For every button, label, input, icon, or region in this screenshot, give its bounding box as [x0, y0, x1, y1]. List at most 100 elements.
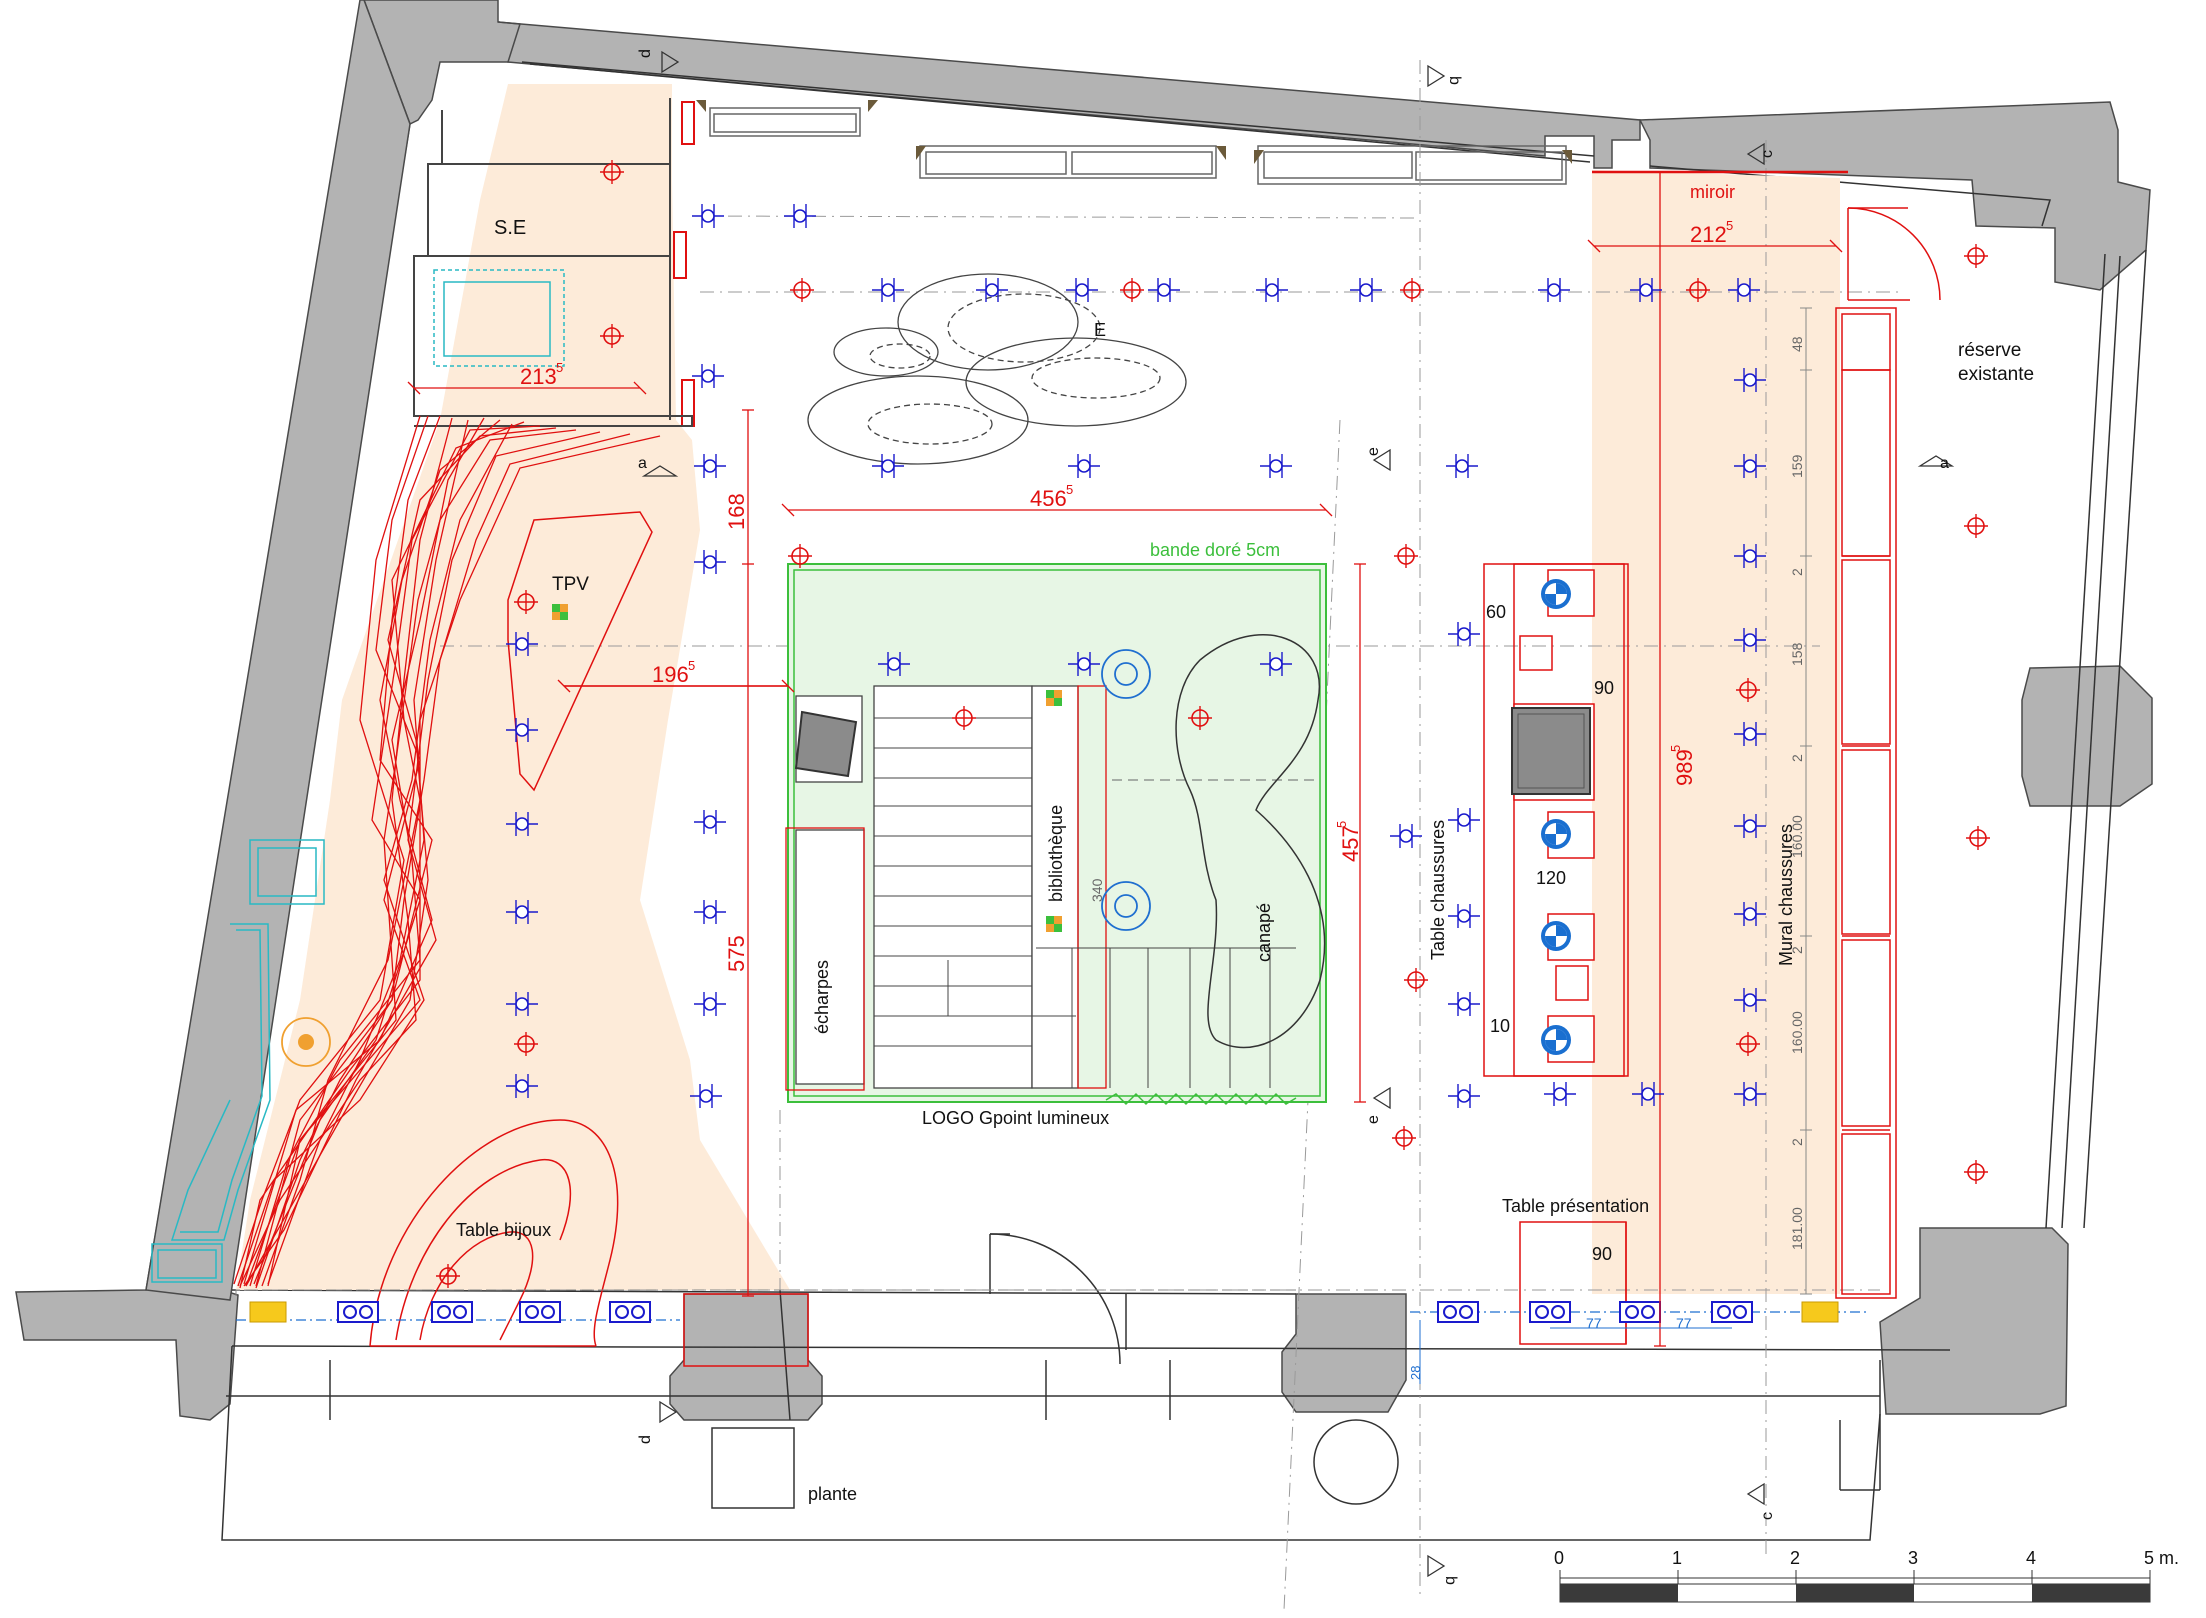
plan-labels: S.E réserve existante TPV E bande doré 5… [456, 49, 2034, 1585]
dim-168: 168 [724, 493, 749, 530]
spot-light-icon [976, 278, 1008, 302]
spot-light-icon [1068, 454, 1100, 478]
spot-light-icon [1728, 278, 1760, 302]
dim-196: 196 [652, 662, 689, 687]
label-e: E [1094, 320, 1106, 340]
decor-marker-icon [1046, 916, 1062, 932]
entrance [329, 1233, 1881, 1509]
scale-bar: 0 1 2 3 4 5 m. [1554, 1548, 2179, 1603]
label-se: S.E [494, 217, 526, 239]
decor-marker-icon [1046, 690, 1062, 706]
label-tpv: TPV [552, 574, 589, 595]
dim-196-sup: 5 [688, 658, 695, 673]
spot-light-icon [1630, 278, 1662, 302]
section-d-bottom: d [637, 1435, 654, 1444]
dim-160a: 160.00 [1789, 815, 1805, 858]
cable-bundle [233, 415, 661, 1289]
downlight-icon [1964, 244, 1988, 268]
downlight-icon [514, 590, 538, 614]
spot-light-icon [506, 632, 538, 656]
label-reserve-1: réserve [1958, 340, 2021, 361]
label-mural-chaussures: Mural chaussures [1776, 824, 1796, 966]
spot-light-icon [1538, 278, 1570, 302]
section-d-top: d [637, 49, 654, 58]
spot-light-icon [784, 204, 816, 228]
scale-tick-0: 0 [1554, 1548, 1564, 1568]
spot-light-icon [1734, 368, 1766, 392]
bmw-logos [1541, 579, 1571, 1055]
dim-213: 213 [520, 364, 557, 389]
label-plante: plante [808, 1484, 857, 1504]
cyan-seating [151, 839, 325, 1283]
spot-light-icon [694, 900, 726, 924]
spot-light-icon [690, 1084, 722, 1108]
spot-light-icon [506, 812, 538, 836]
spot-light-icon [872, 454, 904, 478]
ellipse-cluster [807, 273, 1187, 465]
spot-light-icon [878, 652, 910, 676]
downlight-icon [514, 1032, 538, 1056]
downlight-icon [1964, 1160, 1988, 1184]
spot-light-icon [1066, 278, 1098, 302]
dim-159: 159 [1789, 454, 1805, 478]
downlight-icon [436, 1264, 460, 1288]
spot-light-icon [1448, 992, 1480, 1016]
label-table-bijoux: Table bijoux [456, 1220, 551, 1240]
downlight-icon [600, 160, 624, 184]
spot-light-icon [1448, 1084, 1480, 1108]
label-miroir: miroir [1690, 182, 1735, 202]
section-a-right: a [1940, 455, 1949, 472]
dim-160b: 160.00 [1789, 1011, 1805, 1054]
dim-989: 989 [1672, 749, 1697, 786]
spot-light-icon [1448, 808, 1480, 832]
dim-181: 181.00 [1789, 1207, 1805, 1250]
dim-77b: 77 [1676, 1315, 1692, 1331]
downlight-icon [1394, 544, 1418, 568]
dim-2b: 2 [1789, 754, 1805, 762]
downlight-icon [1404, 968, 1428, 992]
dim-90a: 90 [1594, 678, 1614, 698]
spot-light-icon [1260, 652, 1292, 676]
dim-212-sup: 5 [1726, 218, 1733, 233]
spot-light-icon [692, 204, 724, 228]
spot-light-icon [1734, 628, 1766, 652]
downlight-icon [1188, 706, 1212, 730]
red-downlights [436, 160, 1990, 1288]
section-e-top: e [1365, 447, 1382, 456]
scale-tick-4: 4 [2026, 1548, 2036, 1568]
dimension-lines [414, 172, 1836, 1346]
spot-light-icon [1256, 278, 1288, 302]
spot-light-icon [1260, 454, 1292, 478]
label-logo: LOGO Gpoint lumineux [922, 1108, 1109, 1128]
spot-light-icon [1068, 652, 1100, 676]
downlight-icon [790, 278, 814, 302]
spot-light-icon [1448, 904, 1480, 928]
downlight-icon [1120, 278, 1144, 302]
scale-tick-3: 3 [1908, 1548, 1918, 1568]
spot-light-icon [1390, 824, 1422, 848]
window-brackets [696, 100, 1572, 164]
section-markers [641, 50, 1955, 1578]
wall-masses [15, 0, 2153, 1421]
label-bande: bande doré 5cm [1150, 540, 1280, 560]
stair-box [794, 710, 858, 778]
spot-light-icon [1350, 278, 1382, 302]
downlight-icon [788, 544, 812, 568]
downlight-icon [1686, 278, 1710, 302]
bath-fixture [433, 269, 565, 367]
spot-light-icon [1148, 278, 1180, 302]
spot-light-icon [1734, 544, 1766, 568]
dim-10: 10 [1490, 1016, 1510, 1036]
top-windows [709, 107, 1567, 185]
se-rooms [413, 98, 695, 427]
decor-markers [552, 604, 1062, 932]
downlight-icon [600, 324, 624, 348]
downlight-icon [1736, 1032, 1760, 1056]
sofa-outline [1175, 634, 1326, 1049]
scale-tick-2: 2 [1790, 1548, 1800, 1568]
dim-456-sup: 5 [1066, 482, 1073, 497]
spot-light-icon [1734, 814, 1766, 838]
label-reserve-2: existante [1958, 364, 2034, 385]
mural-shelf [1835, 307, 1897, 1299]
